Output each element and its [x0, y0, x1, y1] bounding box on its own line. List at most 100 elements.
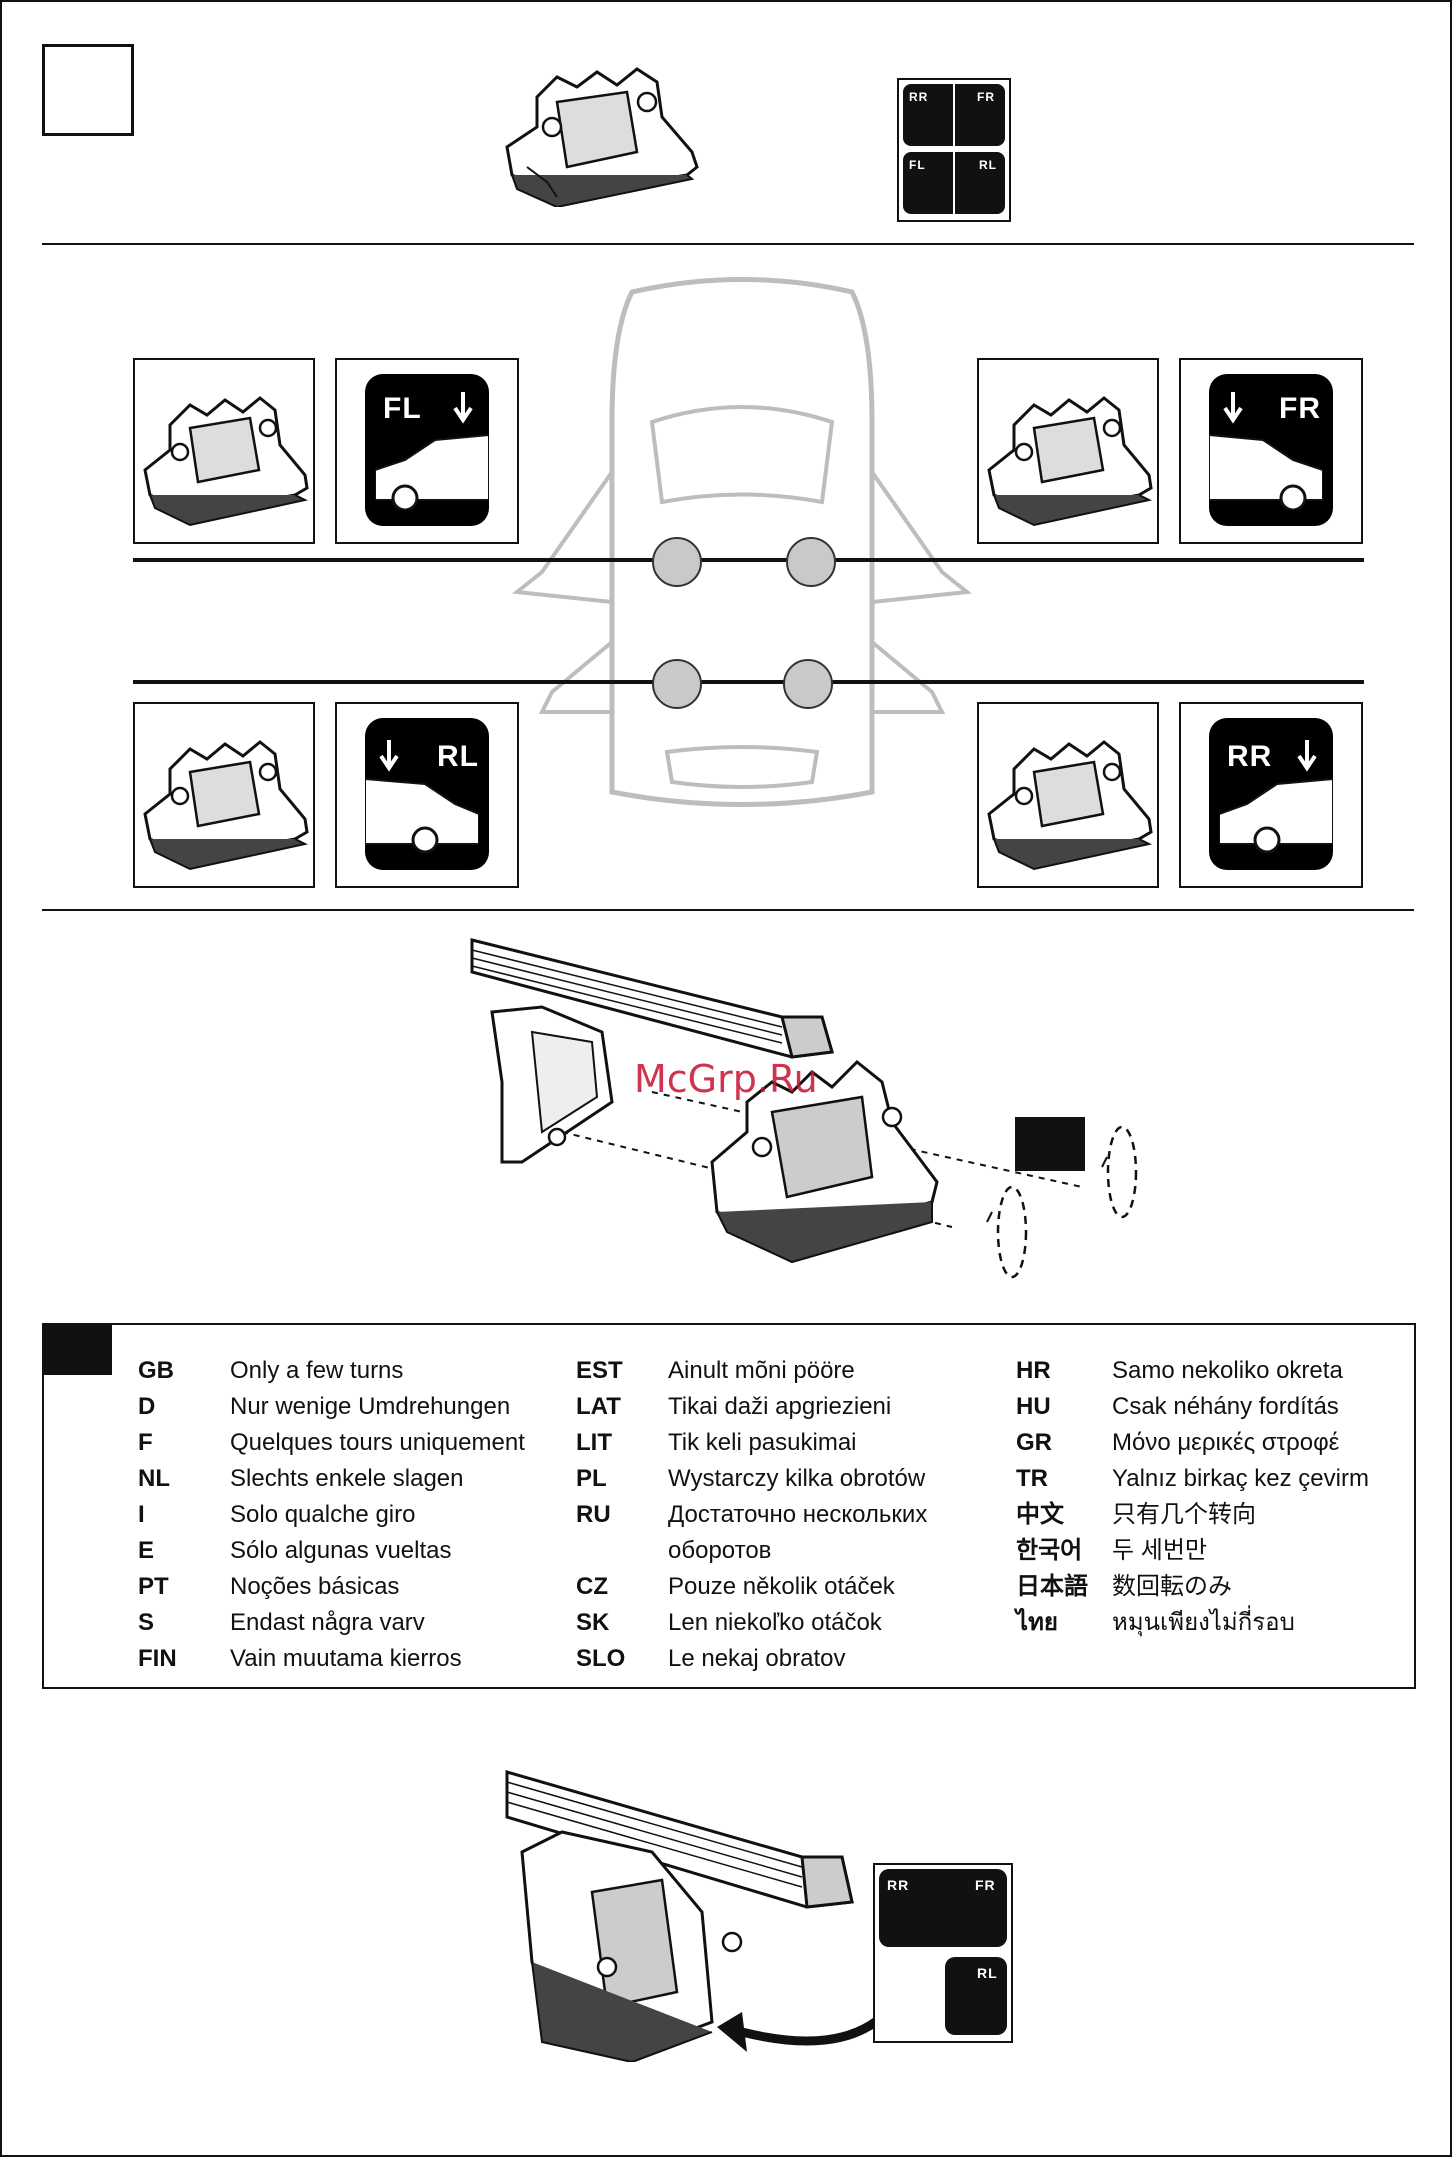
legend-row: 한국어 두 세번만: [1016, 1533, 1207, 1569]
car-side-icon: [1219, 777, 1333, 854]
translation-text: Only a few turns: [230, 1357, 404, 1384]
label-panel-fr: FR: [1179, 358, 1363, 544]
translation-text: Csak néhány fordítás: [1112, 1393, 1339, 1420]
translation-text: Endast några varv: [230, 1609, 425, 1636]
car-side-icon: [375, 433, 489, 510]
legend-row: HR Samo nekoliko okreta: [1016, 1353, 1343, 1389]
step-number-box: [42, 44, 134, 136]
language-code: GR: [1016, 1429, 1052, 1456]
language-code: EST: [576, 1357, 623, 1384]
legend-row: LIT Tik keli pasukimai: [576, 1425, 857, 1461]
front-axis-line: [133, 558, 1364, 562]
label-panel-rl: RL: [335, 702, 519, 888]
card-rl-label: RL: [979, 158, 997, 172]
translation-text: 数回転のみ: [1112, 1573, 1232, 1600]
car-side-icon: [1209, 433, 1323, 510]
legend-row: F Quelques tours uniquement: [138, 1425, 525, 1461]
translation-text: Le nekaj obratov: [668, 1645, 846, 1672]
language-code: LIT: [576, 1429, 612, 1456]
legend-row: GB Only a few turns: [138, 1353, 403, 1389]
language-code: 日本語: [1016, 1573, 1088, 1600]
translation-text: Tikai daži apgriezieni: [668, 1393, 892, 1420]
translation-text: หมุนเพียงไม่กี่รอบ: [1112, 1609, 1295, 1636]
foot-panel-rl: [133, 702, 315, 888]
section-divider: [42, 909, 1414, 911]
language-code: 한국어: [1016, 1537, 1083, 1564]
translation-text: 두 세번만: [1112, 1537, 1207, 1564]
language-code: FIN: [138, 1645, 177, 1672]
rear-axis-line: [133, 680, 1364, 684]
position-label-card: RR FR FL RL: [897, 78, 1011, 222]
mount-point-fr: [786, 537, 836, 587]
arrow-down-icon: [1297, 740, 1317, 772]
language-code: SK: [576, 1609, 610, 1636]
arrow-down-icon: [453, 392, 473, 424]
legend-row: EST Ainult mõni pööre: [576, 1353, 855, 1389]
legend-row: оборотов: [576, 1533, 771, 1569]
language-code: HR: [1016, 1357, 1051, 1384]
card-fr-label: FR: [975, 1877, 996, 1893]
language-code: 中文: [1016, 1501, 1064, 1528]
translation-text: 只有几个转向: [1112, 1501, 1256, 1528]
language-code: CZ: [576, 1573, 608, 1600]
legend-row: TR Yalnız birkaç kez çevirm: [1016, 1461, 1369, 1497]
label-fr: FR: [1279, 392, 1321, 425]
mount-point-rl: [652, 659, 702, 709]
label-rl: RL: [437, 740, 479, 773]
translation-text: Solo qualche giro: [230, 1501, 416, 1528]
foot-panel-fl: [133, 358, 315, 544]
card-fl-label: FL: [909, 158, 926, 172]
key-tool-block: [1015, 1117, 1085, 1171]
label-panel-fl: FL: [335, 358, 519, 544]
language-code: D: [138, 1393, 156, 1420]
translation-text: Yalnız birkaç kez çevirm: [1112, 1465, 1369, 1492]
legend-marker: [44, 1325, 112, 1375]
language-code: GB: [138, 1357, 174, 1384]
label-fl: FL: [383, 392, 422, 425]
translation-text: Noções básicas: [230, 1573, 400, 1600]
legend-row: SK Len niekoľko otáčok: [576, 1605, 882, 1641]
translation-text: Len niekoľko otáčok: [668, 1609, 882, 1636]
translation-text: Samo nekoliko okreta: [1112, 1357, 1343, 1384]
translation-text: Μόνο μερικές στροφέ: [1112, 1429, 1340, 1456]
language-code: ไทย: [1016, 1609, 1058, 1636]
legend-row: FIN Vain muutama kierros: [138, 1641, 462, 1677]
mount-point-rr: [783, 659, 833, 709]
language-code: TR: [1016, 1465, 1048, 1492]
mounted-foot-illustration: [505, 1770, 854, 2062]
language-code: PT: [138, 1573, 169, 1600]
translation-text: Wystarczy kilka obrotów: [668, 1465, 926, 1492]
foot-bar-assembly-illustration: [470, 938, 1138, 1279]
car-top-view-outline: [512, 277, 972, 807]
card-rr-label: RR: [887, 1877, 910, 1893]
legend-row: GR Μόνο μερικές στροφέ: [1016, 1425, 1339, 1461]
watermark: McGrp.Ru: [634, 1057, 818, 1101]
translation-text: Quelques tours uniquement: [230, 1429, 525, 1456]
car-side-icon: [365, 777, 479, 854]
language-code: PL: [576, 1465, 607, 1492]
language-code: RU: [576, 1501, 611, 1528]
translation-text: Ainult mõni pööre: [668, 1357, 855, 1384]
card-fr-label: FR: [977, 90, 995, 104]
legend-row: 日本語数回転のみ: [1016, 1569, 1232, 1605]
translation-text: Slechts enkele slagen: [230, 1465, 464, 1492]
legend-row: PL Wystarczy kilka obrotów: [576, 1461, 925, 1497]
section-divider: [42, 243, 1414, 245]
language-code: F: [138, 1429, 153, 1456]
legend-row: ไทย หมุนเพียงไม่กี่รอบ: [1016, 1605, 1295, 1641]
translation-text: Vain muutama kierros: [230, 1645, 462, 1672]
translation-text: Tik keli pasukimai: [668, 1429, 857, 1456]
position-label-card-applied: RR FR RL: [873, 1863, 1013, 2043]
foot-pad-illustration: [505, 67, 699, 207]
